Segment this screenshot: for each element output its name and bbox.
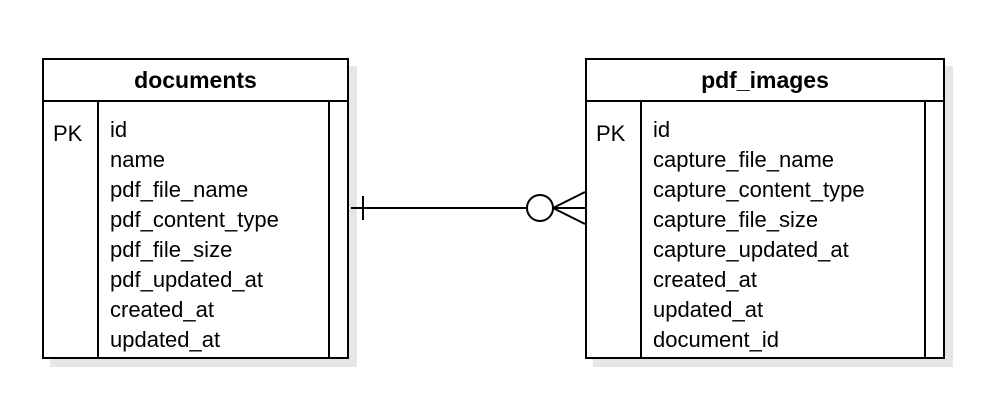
attribute-list: id name pdf_file_name pdf_content_type p… [110,115,279,355]
attribute-list: id capture_file_name capture_content_typ… [653,115,865,355]
zero-cardinality-circle [526,194,554,222]
entity-documents[interactable]: documents PK id name pdf_file_name pdf_c… [42,58,349,359]
attribute: updated_at [653,297,764,322]
attribute: id [653,117,671,142]
attribute: id [110,117,128,142]
attribute: document_id [653,327,779,352]
key-column: PK [587,102,642,357]
primary-key-label: PK [53,121,83,146]
attribute: capture_file_name [653,147,835,172]
crows-foot-upper [552,191,586,209]
entity-body: PK id capture_file_name capture_content_… [587,102,943,357]
attribute: created_at [653,267,757,292]
attribute: capture_updated_at [653,237,849,262]
column-divider [328,102,330,357]
attribute: updated_at [110,327,221,352]
attribute: pdf_file_name [110,177,249,202]
entity-body: PK id name pdf_file_name pdf_content_typ… [44,102,347,357]
entity-title: documents [44,60,347,102]
attribute: pdf_updated_at [110,267,263,292]
attribute: created_at [110,297,214,322]
attribute: capture_content_type [653,177,865,202]
crows-foot-lower [552,207,586,225]
attribute: pdf_content_type [110,207,279,232]
entity-pdf-images[interactable]: pdf_images PK id capture_file_name captu… [585,58,945,359]
key-column: PK [44,102,99,357]
primary-key-label: PK [596,121,626,146]
column-divider [924,102,926,357]
entity-title: pdf_images [587,60,943,102]
attribute: capture_file_size [653,207,819,232]
attribute: pdf_file_size [110,237,233,262]
attribute: name [110,147,166,172]
